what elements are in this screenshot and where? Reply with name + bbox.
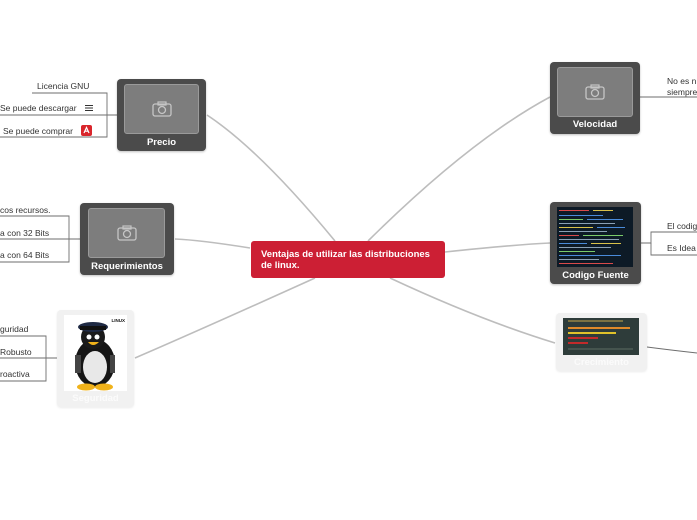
camera-icon [151, 101, 172, 117]
wire-crecimiento [389, 277, 556, 344]
node-precio[interactable]: Precio [117, 79, 206, 151]
wire-requerimientos [174, 238, 251, 249]
tux-police-image: LINUX [64, 315, 127, 391]
leaf-licencia[interactable]: Licencia GNU [37, 81, 90, 91]
source-code-image [557, 207, 633, 267]
leaf-label: Se puede comprar [3, 125, 73, 136]
node-title: Requerimientos [91, 261, 163, 272]
leaf-32bits[interactable]: a con 32 Bits [0, 228, 50, 238]
camera-icon [585, 84, 605, 100]
node-title: Codigo Fuente [562, 270, 629, 281]
leaf-velocidad-2[interactable]: siempre [667, 87, 697, 97]
leaf-proactiva[interactable]: roactiva [0, 369, 30, 379]
leaf-codigo-2[interactable]: Es Idea [667, 243, 696, 253]
leaf-recursos[interactable]: cos recursos. [0, 205, 51, 215]
leaf-label: Se puede descargar [0, 103, 77, 113]
leaf-robusto[interactable]: Robusto [0, 347, 32, 357]
app-red-icon [81, 125, 93, 138]
node-seguridad[interactable]: LINUX Seguridad [57, 310, 134, 407]
growth-chart-image [563, 318, 639, 355]
node-velocidad[interactable]: Velocidad [550, 62, 640, 134]
node-title: Crecimiento [574, 357, 629, 368]
node-title: Precio [146, 137, 177, 148]
wire-precio [206, 114, 336, 242]
image-placeholder [124, 84, 199, 134]
linux-badge: LINUX [111, 318, 126, 323]
node-title: Velocidad [572, 119, 618, 130]
leaf-descargar[interactable]: Se puede descargar [0, 103, 93, 114]
central-topic[interactable]: Ventajas de utilizar las distribuciones … [251, 241, 445, 278]
camera-icon [116, 225, 137, 241]
wire-seguridad [134, 277, 316, 359]
wire-codigo [444, 242, 551, 253]
image-placeholder [88, 208, 165, 258]
node-requerimientos[interactable]: Requerimientos [80, 203, 174, 275]
list-icon [84, 104, 93, 114]
node-codigo-fuente[interactable]: Codigo Fuente [550, 202, 641, 284]
image-placeholder [557, 67, 633, 117]
node-crecimiento[interactable]: Crecimiento [556, 313, 647, 371]
leaf-velocidad-1[interactable]: No es n [667, 76, 697, 86]
node-title: Seguridad [72, 393, 119, 404]
leaf-64bits[interactable]: a con 64 Bits [0, 250, 50, 260]
leaf-comprar[interactable]: Se puede comprar [3, 125, 93, 138]
leaf-codigo-1[interactable]: El codig [667, 221, 697, 231]
wire-velocidad [367, 96, 551, 242]
central-topic-label: Ventajas de utilizar las distribuciones … [261, 249, 430, 271]
leaf-seguridad[interactable]: guridad [0, 324, 29, 334]
